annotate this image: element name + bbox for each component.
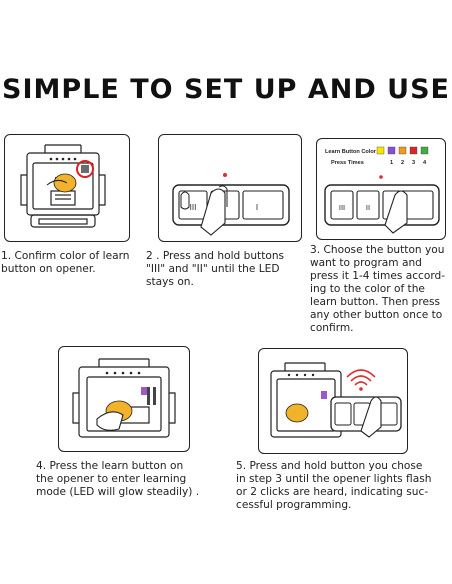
remote-label-two: II (366, 203, 370, 212)
step-2-caption: 2 . Press and hold buttons "III" and "II… (146, 250, 285, 288)
times-4: 4 (423, 160, 427, 166)
remote-label-three: III (190, 203, 197, 212)
step-4-caption: 4. Press the learn button on the opener … (36, 460, 200, 498)
step-3-caption: 3. Choose the button you want to program… (310, 244, 446, 334)
step-3-illustration: Learn Button Color Press Times 1 2 3 4 I… (316, 138, 446, 240)
step-1-caption: 1. Confirm color of learn button on open… (1, 250, 130, 275)
page-title: SIMPLE TO SET UP AND USE (2, 74, 450, 105)
swatch-yellow (376, 146, 385, 155)
swatch-red (409, 146, 418, 155)
chart-row-label: Press Times (331, 160, 364, 166)
swatch-orange (398, 146, 407, 155)
chart-header: Learn Button Color (325, 149, 377, 155)
signal-icon (346, 369, 376, 386)
step-5-caption: 5. Press and hold button you chose in st… (236, 460, 432, 511)
remote-label-three: III (339, 203, 345, 212)
step-2-illustration: III I (158, 134, 302, 242)
step-1-illustration (4, 134, 130, 242)
swatch-green (420, 146, 429, 155)
step-4-illustration (58, 346, 190, 452)
step-5-illustration (258, 348, 408, 454)
times-2: 2 (401, 160, 404, 166)
times-3: 3 (412, 160, 415, 166)
times-1: 1 (390, 160, 393, 166)
swatch-purple (387, 146, 396, 155)
remote-label-one: I (256, 203, 258, 212)
